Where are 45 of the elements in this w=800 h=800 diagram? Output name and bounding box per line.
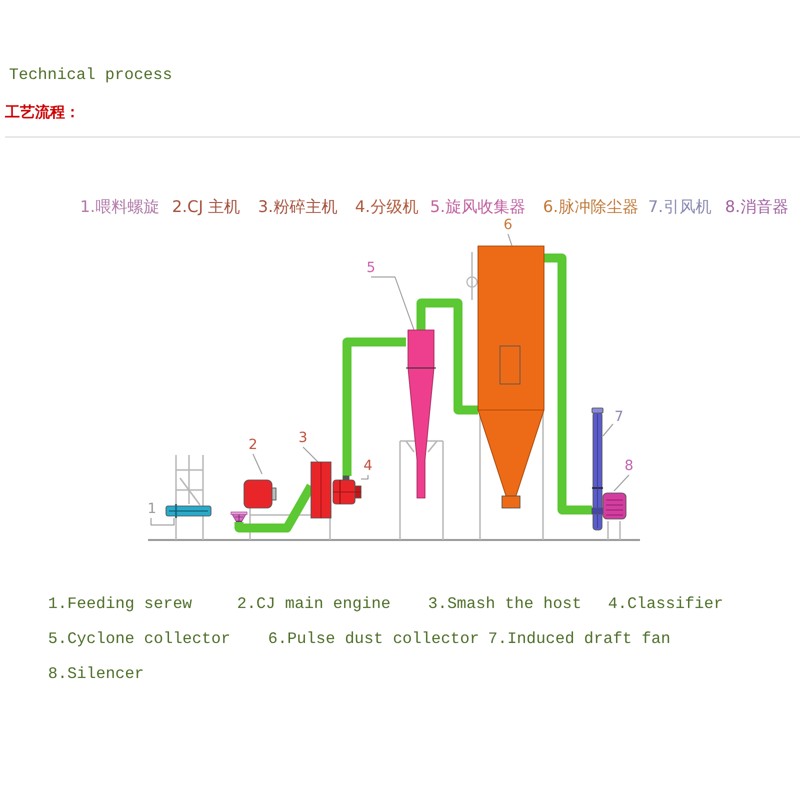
- component-label: 6.脉冲除尘器: [543, 197, 638, 217]
- leader-line: [302, 446, 318, 462]
- legend-text: 2.CJ main engine: [237, 594, 391, 614]
- legend-text: 1.Feeding serew: [48, 594, 192, 614]
- hopper-drawing: [231, 512, 247, 522]
- legend-text: 4.Classifier: [608, 594, 724, 614]
- leader-line: [370, 276, 414, 330]
- dust-collector-drawing: [478, 246, 544, 508]
- leader-line: [508, 234, 512, 246]
- legend-text: 8.Silencer: [48, 664, 144, 684]
- legend-text: 7.Induced draft fan: [488, 629, 670, 649]
- callout-number: 5: [365, 259, 377, 277]
- fan-drawing: [592, 408, 603, 532]
- screw-conveyor-drawing: [166, 504, 211, 518]
- leader-line: [360, 474, 368, 480]
- component-label: 7.引风机: [648, 197, 712, 217]
- callout-number: 4: [362, 457, 374, 475]
- leader-line: [602, 424, 614, 436]
- legend-text: 5.Cyclone collector: [48, 629, 230, 649]
- mill-drawing: [311, 462, 331, 518]
- callout-number: 6: [502, 216, 514, 234]
- heading: 工艺流程：: [5, 102, 80, 122]
- callout-number: 2: [247, 436, 259, 454]
- leader-line: [614, 474, 630, 492]
- cyclone-drawing: [406, 330, 436, 500]
- callout-number: 1: [146, 500, 158, 518]
- component-label: 2.CJ 主机: [172, 197, 240, 217]
- classifier-drawing: [333, 476, 361, 506]
- silencer-drawing: [603, 491, 626, 521]
- title: Technical process: [9, 65, 172, 85]
- component-label: 3.粉碎主机: [258, 197, 338, 217]
- callout-number: 3: [297, 429, 309, 447]
- leader-line: [150, 518, 174, 526]
- pipe: [342, 338, 406, 476]
- legend-text: 3.Smash the host: [428, 594, 582, 614]
- pipe: [416, 298, 478, 414]
- component-label: 8.消音器: [725, 197, 788, 217]
- pipe: [544, 254, 592, 514]
- component-label: 4.分级机: [355, 197, 418, 217]
- component-label: 5.旋风收集器: [430, 197, 526, 217]
- leader-line: [252, 454, 262, 474]
- legend-text: 6.Pulse dust collector: [268, 629, 480, 649]
- callout-number: 8: [623, 457, 635, 475]
- component-label: 1.喂料螺旋: [80, 197, 160, 217]
- callout-number: 7: [613, 408, 625, 426]
